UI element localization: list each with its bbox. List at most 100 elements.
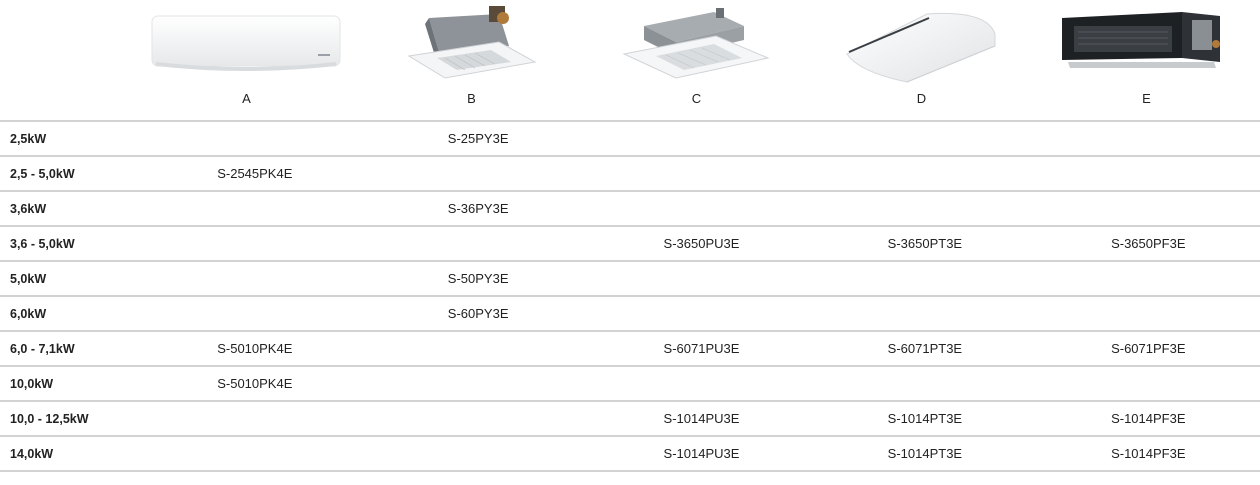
model-cell-b xyxy=(366,400,590,436)
model-cell-c xyxy=(589,190,814,226)
model-cell-b xyxy=(366,435,590,472)
model-cell-c: S-6071PU3E xyxy=(589,330,814,366)
model-cell-d: S-1014PT3E xyxy=(813,435,1037,472)
model-cell-a xyxy=(143,225,367,261)
table-row: 6,0kW S-60PY3E xyxy=(0,295,1260,331)
model-cell-e xyxy=(1036,120,1260,156)
model-code: S-2545PK4E xyxy=(217,166,293,181)
column-label-e: E xyxy=(1142,91,1151,106)
model-cell-c: S-1014PU3E xyxy=(589,435,814,472)
model-cell-c: S-3650PU3E xyxy=(589,225,814,261)
model-code: S-3650PT3E xyxy=(887,236,963,251)
model-cell-e xyxy=(1036,260,1260,296)
model-code: S-1014PF3E xyxy=(1111,446,1186,461)
model-cell-c xyxy=(589,120,814,156)
table-row: 10,0kW S-5010PK4E xyxy=(0,365,1260,401)
model-code: S-1014PT3E xyxy=(887,411,963,426)
model-cell-e xyxy=(1036,190,1260,226)
capacity-label: 3,6kW xyxy=(0,190,144,226)
table-row: 3,6 - 5,0kW S-3650PU3E S-3650PT3E S-3650PF3… xyxy=(0,225,1260,261)
model-cell-b: S-60PY3E xyxy=(366,295,590,331)
compact-cassette-unit-image xyxy=(407,6,537,79)
column-c-header: C xyxy=(584,0,809,120)
model-cell-b: S-50PY3E xyxy=(366,260,590,296)
model-cell-d: S-3650PT3E xyxy=(813,225,1037,261)
model-code: S-1014PT3E xyxy=(887,446,963,461)
model-cell-e xyxy=(1036,365,1260,401)
model-cell-a: S-5010PK4E xyxy=(143,365,367,401)
model-cell-c xyxy=(589,155,814,191)
model-cell-a xyxy=(143,190,367,226)
cassette-unit-image xyxy=(622,8,770,79)
model-cell-b: S-25PY3E xyxy=(366,120,590,156)
capacity-label: 14,0kW xyxy=(0,435,144,472)
model-cell-d xyxy=(813,295,1037,331)
model-cell-e: S-6071PF3E xyxy=(1036,330,1260,366)
ceiling-unit-image xyxy=(846,12,996,83)
model-cell-a xyxy=(143,400,367,436)
model-cell-b xyxy=(366,155,590,191)
column-label-c: C xyxy=(691,91,702,106)
model-cell-e: S-3650PF3E xyxy=(1036,225,1260,261)
model-cell-a: S-5010PK4E xyxy=(143,330,367,366)
column-label-d: D xyxy=(916,91,927,106)
model-code: S-1014PU3E xyxy=(663,446,740,461)
table-row: 3,6kW S-36PY3E xyxy=(0,190,1260,226)
model-cell-d: S-6071PT3E xyxy=(813,330,1037,366)
model-cell-d xyxy=(813,190,1037,226)
model-cell-a xyxy=(143,435,367,472)
model-code: S-50PY3E xyxy=(447,271,509,286)
table-row: 5,0kW S-50PY3E xyxy=(0,260,1260,296)
model-code: S-1014PF3E xyxy=(1111,411,1186,426)
table-row: 14,0kW S-1014PU3E S-1014PT3E S-1014PF3E xyxy=(0,435,1260,472)
capacity-label: 6,0 - 7,1kW xyxy=(0,330,144,366)
model-cell-b xyxy=(366,330,590,366)
ducted-unit-image xyxy=(1062,12,1220,68)
model-cell-b xyxy=(366,225,590,261)
capacity-label: 10,0kW xyxy=(0,365,144,401)
capacity-label: 5,0kW xyxy=(0,260,144,296)
model-code: S-25PY3E xyxy=(447,131,509,146)
capacity-label: 3,6 - 5,0kW xyxy=(0,225,144,261)
model-cell-c xyxy=(589,260,814,296)
column-e-header: E xyxy=(1034,0,1259,120)
table-row: 10,0 - 12,5kW S-1014PU3E S-1014PT3E S-1014P… xyxy=(0,400,1260,436)
model-code: S-5010PK4E xyxy=(217,341,293,356)
column-label-b: B xyxy=(467,91,476,106)
column-a-header: A xyxy=(134,0,359,120)
model-cell-a xyxy=(143,120,367,156)
model-cell-d xyxy=(813,365,1037,401)
model-code: S-5010PK4E xyxy=(217,376,293,391)
model-code: S-6071PF3E xyxy=(1111,341,1186,356)
model-cell-c xyxy=(589,365,814,401)
model-cell-b xyxy=(366,365,590,401)
model-cell-d xyxy=(813,120,1037,156)
column-b-header: B xyxy=(359,0,584,120)
table-row: 6,0 - 7,1kW S-5010PK4E S-6071PU3E S-6071PT3… xyxy=(0,330,1260,366)
model-cell-c: S-1014PU3E xyxy=(589,400,814,436)
model-cell-d xyxy=(813,260,1037,296)
column-label-a: A xyxy=(242,91,251,106)
unit-type-header: A B xyxy=(0,0,1260,120)
model-cell-a xyxy=(143,260,367,296)
model-cell-d: S-1014PT3E xyxy=(813,400,1037,436)
model-code: S-36PY3E xyxy=(447,201,509,216)
model-cell-e: S-1014PF3E xyxy=(1036,400,1260,436)
capacity-label: 10,0 - 12,5kW xyxy=(0,400,144,436)
model-code: S-1014PU3E xyxy=(663,411,740,426)
capacity-label: 6,0kW xyxy=(0,295,144,331)
model-code: S-3650PU3E xyxy=(663,236,740,251)
model-cell-e: S-1014PF3E xyxy=(1036,435,1260,472)
model-cell-a xyxy=(143,295,367,331)
model-cell-e xyxy=(1036,295,1260,331)
model-cell-a: S-2545PK4E xyxy=(143,155,367,191)
model-code: S-6071PT3E xyxy=(887,341,963,356)
model-code: S-6071PU3E xyxy=(663,341,740,356)
model-cell-d xyxy=(813,155,1037,191)
model-code: S-3650PF3E xyxy=(1111,236,1186,251)
wall-mounted-unit-image xyxy=(151,15,341,71)
model-cell-b: S-36PY3E xyxy=(366,190,590,226)
